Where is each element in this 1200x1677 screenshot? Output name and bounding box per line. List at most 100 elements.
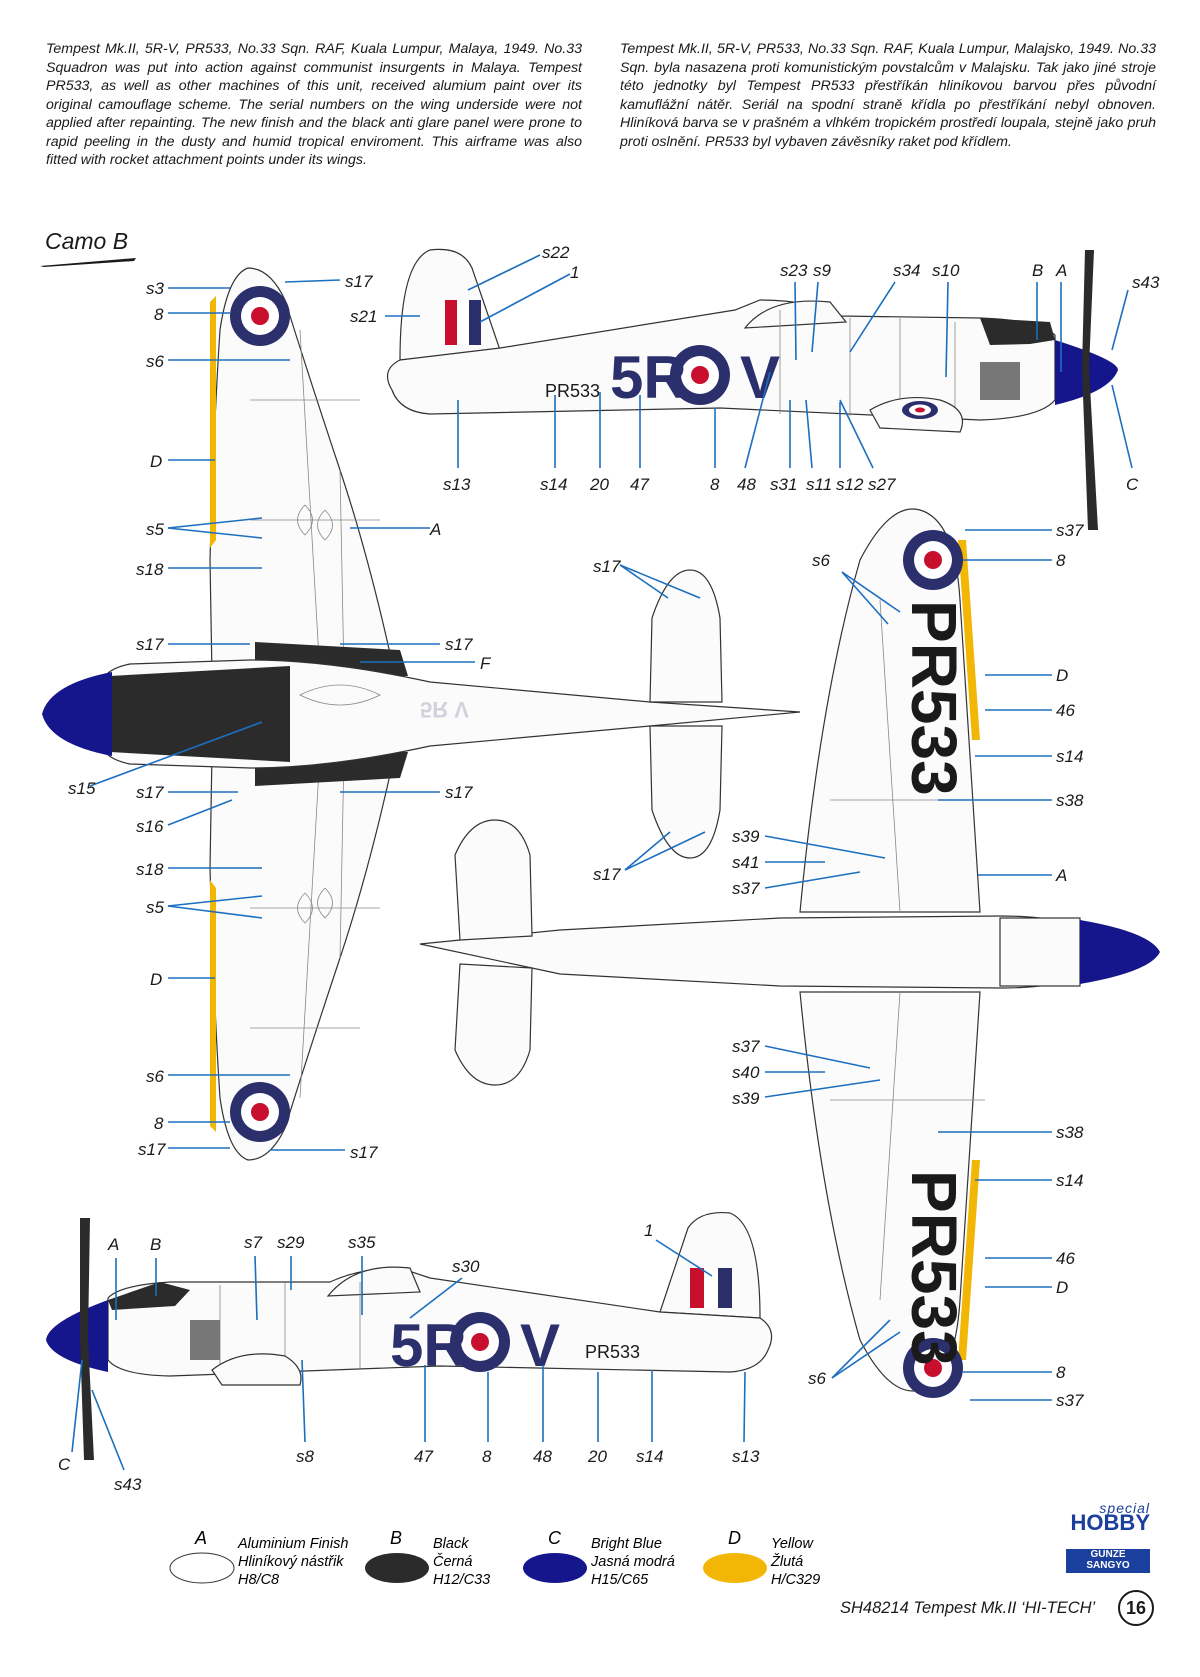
special-hobby-logo: special HOBBY [1070,1500,1150,1535]
svg-text:Žlutá: Žlutá [770,1553,803,1570]
side-view-left: 5R V PR533 [46,1211,773,1460]
svg-text:H12/C33: H12/C33 [433,1572,490,1588]
label: s37 [1056,521,1084,540]
camo-title-underline [40,258,136,267]
upper-code-left: 5R [610,344,687,411]
label: s8 [296,1447,315,1466]
label: s3 [146,279,165,298]
label: D [1056,666,1068,685]
label: A [1055,866,1067,885]
upper-code-right: V [740,344,780,411]
lower-spinner [46,1300,108,1372]
under-serial-upper: PR533 [898,600,970,796]
label: s5 [146,520,165,539]
label: s37 [732,1037,760,1056]
callout-labels: s3 8 s6 D s5 s18 s17 s15 s17 s16 s18 s5 … [58,243,1160,1494]
label: 48 [533,1447,552,1466]
lower-fuselage [107,1267,773,1377]
page-number: 16 [1118,1590,1154,1626]
label: A [1055,261,1067,280]
label: s37 [1056,1391,1084,1410]
label: s14 [540,475,567,494]
product-footer: SH48214 Tempest Mk.II ‘HI-TECH’ [840,1599,1096,1617]
svg-text:B: B [390,1528,402,1548]
svg-text:Jasná modrá: Jasná modrá [590,1554,675,1570]
label: 8 [1056,551,1066,570]
top-spinner [42,672,112,756]
label: C [58,1455,71,1474]
svg-text:H15/C65: H15/C65 [591,1572,649,1588]
label: s35 [348,1233,376,1252]
label: s37 [732,879,760,898]
label: s41 [732,853,759,872]
label: s17 [445,635,473,654]
label: s7 [244,1233,263,1252]
label: s17 [593,557,621,576]
lower-code-right: V [520,1312,560,1379]
camo-title: Camo B [45,228,129,254]
label: s31 [770,475,797,494]
top-right-wing [209,751,396,1161]
label: s18 [136,860,164,879]
legend-item-c: C Bright Blue Jasná modrá H15/C65 [523,1528,675,1588]
svg-text:Černá: Černá [433,1553,473,1570]
label: s43 [114,1475,142,1494]
label: 47 [414,1447,433,1466]
label: 47 [630,475,649,494]
label: s21 [350,307,377,326]
upper-fin-flash [445,300,481,345]
callout-leaders [71,254,1133,1471]
under-view: PR533 PR533 [419,508,1160,1398]
label: D [1056,1278,1068,1297]
svg-text:H/C329: H/C329 [771,1572,820,1588]
label: s13 [732,1447,760,1466]
legend-item-b: B Black Černá H12/C33 [365,1528,490,1588]
swatch-d [703,1553,767,1583]
legend-item-a: A Aluminium Finish Hliníkový nástřik H8/… [169,1528,348,1588]
label: s12 [836,475,864,494]
label: s23 [780,261,808,280]
label: s10 [932,261,960,280]
label: s39 [732,1089,760,1108]
label: s17 [136,635,164,654]
label: 48 [737,475,756,494]
label: s22 [542,243,570,262]
label: s6 [812,551,831,570]
label: s18 [136,560,164,579]
svg-text:C: C [548,1528,562,1548]
colour-legend: A Aluminium Finish Hliníkový nástřik H8/… [169,1528,820,1588]
swatch-b [365,1553,429,1583]
label: D [150,970,162,989]
label: 8 [710,475,720,494]
label: s14 [1056,1171,1083,1190]
gunze-sangyo-logo: GUNZE SANGYO [1066,1549,1150,1573]
label: 8 [154,1114,164,1133]
lower-code-left: 5R [390,1312,467,1379]
description-czech: Tempest Mk.II, 5R-V, PR533, No.33 Sqn. R… [620,41,1156,150]
lower-canopy [326,1266,421,1297]
label: s17 [350,1143,378,1162]
svg-text:H8/C8: H8/C8 [238,1572,279,1588]
label: s15 [68,779,96,798]
label: s17 [136,783,164,802]
label: s9 [813,261,832,280]
swatch-a [169,1552,235,1584]
label: 46 [1056,701,1075,720]
label: s38 [1056,791,1084,810]
label: s11 [806,475,832,494]
svg-text:5R V: 5R V [420,697,469,722]
label: s13 [443,475,471,494]
label: 20 [587,1447,607,1466]
label: C [1126,475,1139,494]
label: s17 [445,783,473,802]
label: B [150,1235,161,1254]
label: s30 [452,1257,480,1276]
label: s5 [146,898,165,917]
swatch-c [523,1553,587,1583]
label: s39 [732,827,760,846]
label: B [1032,261,1043,280]
lower-fin [659,1211,761,1319]
label: s6 [146,1067,165,1086]
upper-serial: PR533 [545,381,600,401]
label: s34 [893,261,920,280]
